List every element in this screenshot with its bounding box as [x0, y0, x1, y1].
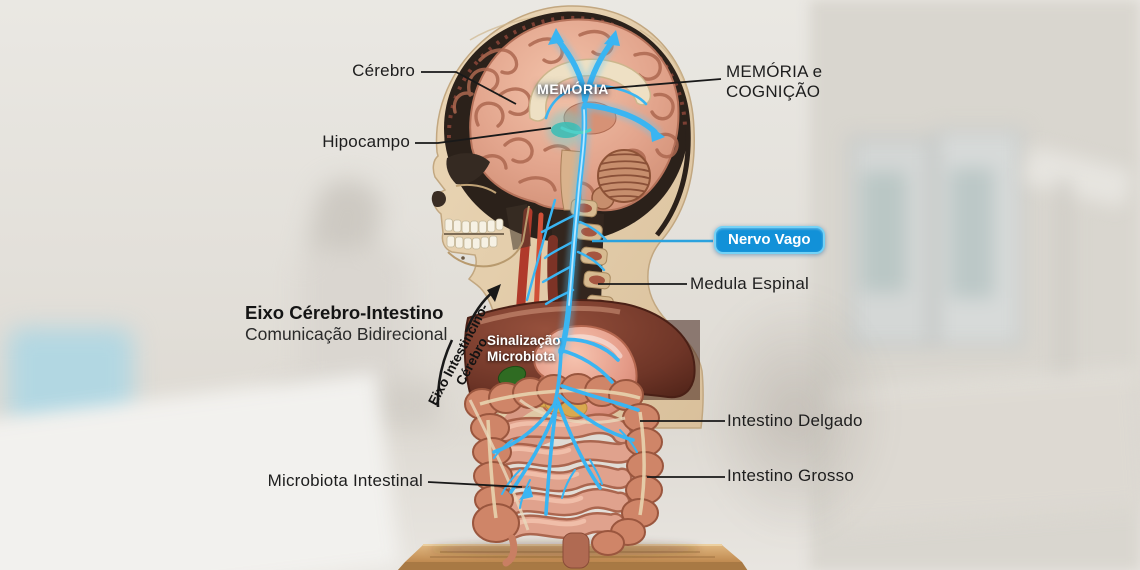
teeth — [444, 218, 504, 250]
leader-microbiota — [427, 481, 523, 488]
label-microbiota-intestinal: Microbiota Intestinal — [267, 471, 423, 490]
leader-memoria-cognicao — [598, 78, 722, 90]
large-intestine — [464, 373, 664, 569]
label-medula-espinal: Medula Espinal — [690, 274, 810, 293]
eye-socket — [446, 153, 490, 185]
label-memoria-cognicao: MEMÓRIA e COGNIÇÃO — [726, 62, 822, 102]
label-hipocampo: Hipocampo — [322, 132, 410, 151]
label-sinalizacao: Sinalização Microbiota — [487, 333, 561, 365]
label-eixo-title: Eixo Cérebro-Intestino — [245, 302, 444, 323]
appendix — [502, 534, 518, 567]
corpus-callosum — [528, 58, 652, 122]
cerebellum — [591, 149, 651, 210]
label-intestino-delgado: Intestino Delgado — [727, 411, 863, 430]
label-memoria-cognicao-line1: MEMÓRIA e — [726, 62, 823, 81]
label-memoria-overlay: MEMÓRIA — [537, 81, 609, 97]
label-sinalizacao-line2: Microbiota — [487, 349, 556, 364]
nerve-arrowheads — [519, 28, 665, 500]
skull-face — [431, 153, 531, 268]
vagus-nerve — [492, 28, 665, 516]
leader-cerebro — [421, 71, 517, 105]
small-intestine — [489, 413, 636, 540]
background-cabinet — [848, 128, 1024, 353]
label-eixo-subtitle: Comunicação Bidirecional — [245, 324, 448, 344]
background-figure-shadow — [700, 290, 890, 540]
arrowhead-up — [487, 284, 501, 302]
mandible-outline — [447, 205, 530, 268]
mesentery-bands — [468, 398, 626, 531]
rectum — [562, 532, 590, 569]
label-cerebro: Cérebro — [352, 61, 415, 80]
nervo-vago-badge: Nervo Vago — [714, 226, 825, 254]
nasal-aperture — [431, 190, 446, 208]
leader-lines — [415, 71, 725, 488]
leader-hipocampo — [415, 127, 552, 144]
label-sinalizacao-line1: Sinalização — [487, 333, 561, 348]
label-memoria-cognicao-line2: COGNIÇÃO — [726, 82, 821, 101]
label-intestino-grosso: Intestino Grosso — [727, 466, 854, 485]
label-eixo-block: Eixo Cérebro-Intestino Comunicação Bidir… — [245, 302, 447, 345]
